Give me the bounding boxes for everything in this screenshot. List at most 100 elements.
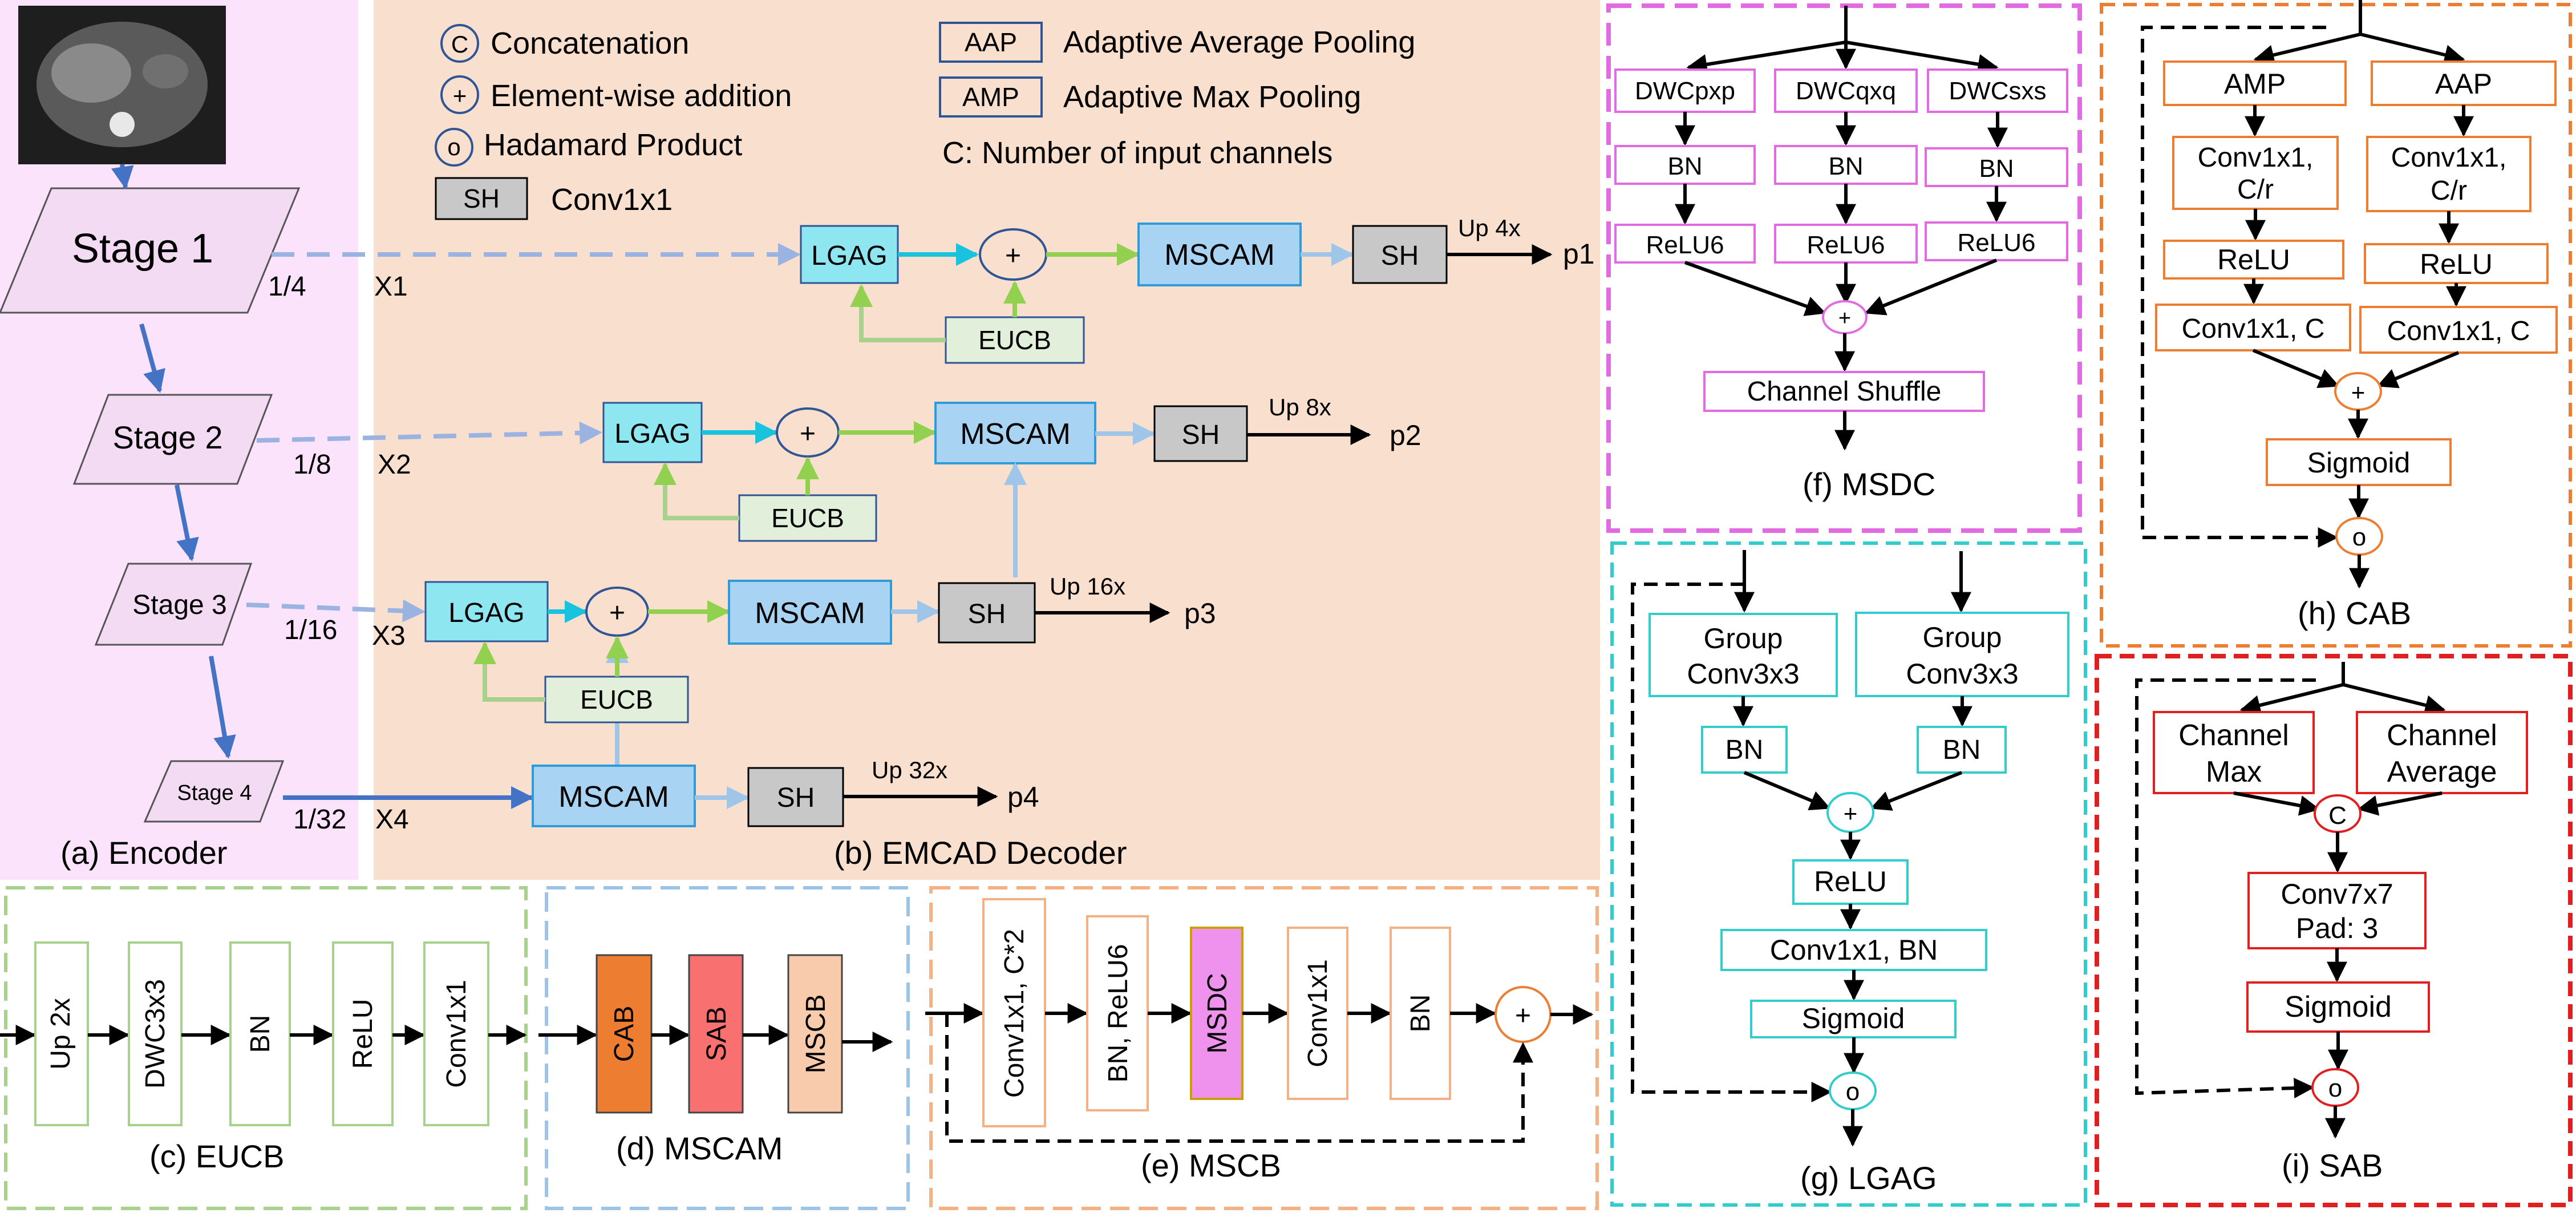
cab-sigmoid-label: Sigmoid — [2307, 447, 2411, 479]
cab-add-label: + — [2351, 379, 2366, 406]
edge-eucb3-lgag3 — [473, 641, 545, 702]
cab-hadamard-label: o — [2352, 523, 2366, 551]
sab-channel-max-line1: Channel — [2178, 719, 2289, 752]
add-1-label: + — [1005, 241, 1021, 271]
mscam-panel-border — [545, 886, 910, 1210]
msdc-edge-branch-left — [1686, 41, 1846, 75]
sab-panel: Channel Max Channel Average C Conv7x7 Pa… — [2095, 654, 2573, 1207]
sab-conv7x7-line2: Pad: 3 — [2296, 912, 2379, 944]
legend-aap-box-text: AAP — [965, 27, 1017, 57]
msdc-bn-q — [1774, 145, 1918, 185]
lgag-sigmoid — [1750, 1000, 1957, 1038]
msdc-panel: DWCpxp DWCqxq DWCsxs BN BN BN ReLU6 ReLU… — [1606, 3, 2082, 533]
mscb-residual-edge — [945, 1013, 1533, 1143]
sab-edge-branch-avg — [2343, 683, 2446, 715]
ratio-1-32: 1/32 — [293, 804, 346, 835]
edge-stage1-stage2 — [139, 323, 165, 393]
lgag-hadamard-label: o — [1846, 1078, 1860, 1106]
msdc-add-label: + — [1838, 306, 1851, 330]
legend-amp-text: Adaptive Max Pooling — [1063, 80, 1361, 114]
cab-edge-branch-amp — [2253, 33, 2361, 65]
eucb-caption: (c) EUCB — [149, 1138, 284, 1174]
legend-hadamard-text: Hadamard Product — [484, 128, 742, 162]
edge-eucb1-lgag1 — [850, 284, 946, 342]
stage-2-box — [72, 394, 273, 485]
decoder: LGAG + MSCAM SH Up 4x p1 EUCB LGAG + MSC… — [424, 215, 1595, 871]
cab-conv-r-amp-line2: C/r — [2237, 175, 2274, 205]
legend-sh-box — [435, 177, 528, 220]
eucb-1-label: EUCB — [978, 325, 1051, 355]
mscb-block-msdc — [1190, 927, 1244, 1100]
cab-caption: (h) CAB — [2298, 595, 2411, 631]
lgag-2 — [602, 402, 703, 463]
stage-4-box — [143, 760, 285, 823]
edge-stage2-stage3 — [175, 484, 199, 561]
sh-4-label: SH — [777, 783, 815, 813]
lgag-group-conv-g-line1: Group — [1704, 622, 1783, 654]
ratio-1-4: 1/4 — [268, 272, 306, 302]
up-4x-label: Up 4x — [1458, 215, 1521, 241]
sh-3-label: SH — [968, 599, 1006, 629]
mscb-block-conv-expand — [982, 898, 1046, 1127]
lgag-1-label: LGAG — [811, 241, 887, 271]
eucb-3-label: EUCB — [580, 685, 653, 714]
cab-conv-c-amp-label: Conv1x1, C — [2182, 314, 2325, 344]
legend: C Concatenation + Element-wise addition … — [435, 22, 1415, 220]
msdc-dwc-s-label: DWCsxs — [1949, 77, 2046, 105]
sab-sigmoid-label: Sigmoid — [2285, 990, 2392, 1024]
mscb-block-bn-relu6-label: BN, ReLU6 — [1103, 944, 1133, 1083]
lgag-sigmoid-label: Sigmoid — [1802, 1002, 1905, 1034]
cab-conv-r-aap-line1: Conv1x1, — [2391, 143, 2507, 173]
lgag-3 — [424, 581, 549, 642]
mscb-block-bn-label: BN — [1406, 994, 1436, 1033]
mscam-block-cab-label: CAB — [609, 1006, 639, 1062]
sab-channel-avg-line2: Average — [2387, 755, 2497, 789]
msdc-relu6-p-label: ReLU6 — [1646, 231, 1724, 259]
cab-aap-label: AAP — [2435, 68, 2492, 100]
sh-3 — [938, 582, 1036, 644]
sh-1 — [1352, 225, 1448, 284]
add-3-label: + — [609, 598, 625, 628]
mscam-3 — [728, 580, 892, 645]
cab-conv-r-aap — [2366, 136, 2532, 212]
mscb-block-conv-project-label: Conv1x1 — [1303, 959, 1333, 1067]
eucb-block-up-label: Up 2x — [46, 998, 76, 1069]
skip-x3-label: X3 — [372, 621, 406, 651]
legend-add-symbol — [440, 75, 479, 114]
decoder-caption: (b) EMCAD Decoder — [834, 835, 1127, 871]
sh-1-label: SH — [1381, 241, 1419, 271]
sab-panel-border — [2095, 654, 2573, 1207]
cab-conv-r-amp-line1: Conv1x1, — [2198, 143, 2314, 173]
lgag-panel-border — [1610, 541, 2087, 1207]
lgag-group-conv-g-line2: Conv3x3 — [1687, 658, 1799, 690]
sab-edge-branch-max — [2239, 683, 2344, 715]
lgag-edge-x-add — [1870, 771, 1963, 811]
sab-caption: (i) SAB — [2282, 1147, 2383, 1183]
eucb-panel-border — [4, 886, 528, 1210]
msdc-dwc-p-label: DWCpxp — [1635, 77, 1735, 105]
encoder: Stage 1 Stage 2 Stage 3 Stage 4 1/4 X1 1… — [0, 6, 411, 871]
legend-sh-box-text: SH — [463, 184, 500, 213]
skip-x2-edge — [256, 421, 602, 444]
ct-liver-shape — [51, 43, 131, 103]
msdc-relu6-p — [1614, 224, 1756, 264]
lgag-3-label: LGAG — [448, 598, 524, 628]
legend-channels-note: C: Number of input channels — [942, 136, 1332, 170]
up-32x-label: Up 32x — [872, 757, 947, 783]
msdc-bn-s — [1925, 147, 2068, 187]
sab-channel-max-line2: Max — [2206, 755, 2262, 789]
edge-image-stage1 — [111, 164, 134, 189]
msdc-relu6-s-label: ReLU6 — [1958, 229, 2036, 257]
sab-sigmoid — [2246, 981, 2430, 1033]
cab-amp-label: AMP — [2224, 68, 2286, 100]
msdc-relu6-q-label: ReLU6 — [1807, 231, 1885, 259]
eucb-block-bn-label: BN — [245, 1015, 276, 1053]
mscam-block-sab-label: SAB — [702, 1006, 732, 1061]
up-8x-label: Up 8x — [1269, 394, 1331, 420]
stage-3-label: Stage 3 — [132, 590, 226, 620]
msdc-bn-p-label: BN — [1667, 152, 1702, 180]
lgag-2-label: LGAG — [614, 419, 690, 449]
mscam-block-sab — [688, 954, 744, 1114]
cab-conv-c-aap-line: Conv1x1, C — [2387, 316, 2530, 346]
eucb-block-conv — [423, 941, 489, 1126]
